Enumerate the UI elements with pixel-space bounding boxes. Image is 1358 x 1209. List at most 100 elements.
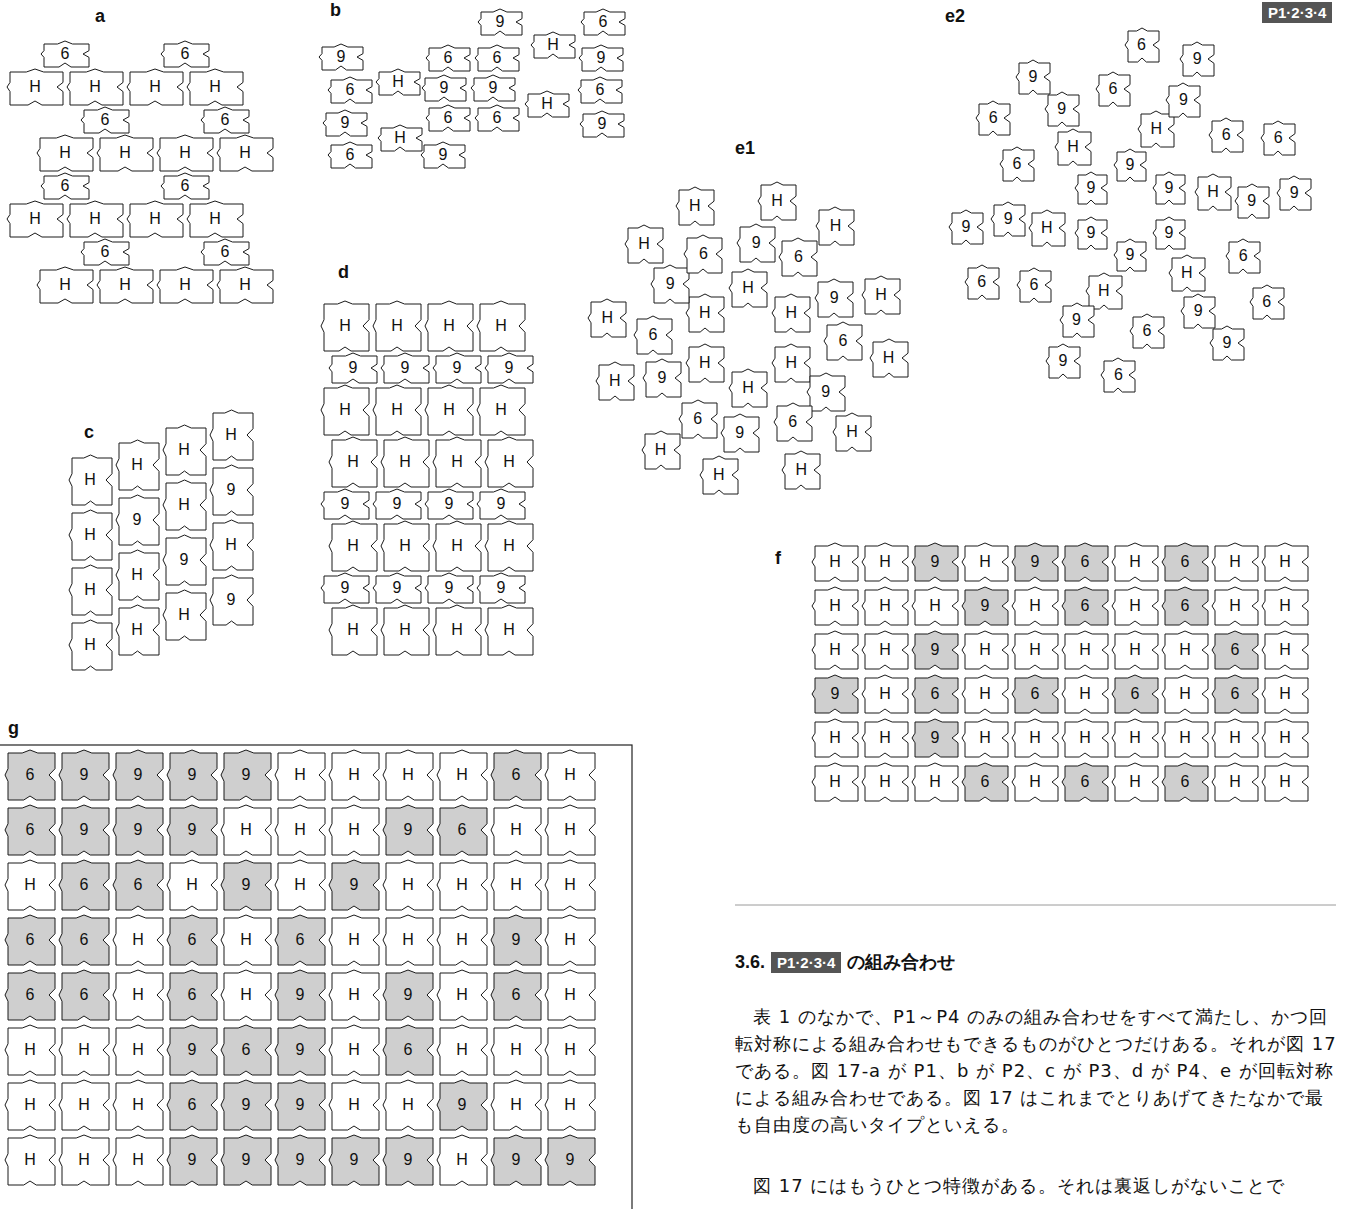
tile: 6 (425, 104, 471, 132)
tile-shape (373, 385, 421, 435)
tile-shape (1153, 217, 1185, 249)
tile-shape (581, 9, 625, 35)
tile-letter: H (547, 37, 559, 53)
tile-shape (381, 437, 429, 487)
tile-shape (912, 675, 958, 713)
tile-shape (1055, 129, 1091, 165)
tile: 9 (424, 572, 474, 604)
tile-letter: 9 (1029, 69, 1038, 85)
tile-letter: 9 (497, 580, 506, 596)
tile-letter: 6 (649, 327, 658, 343)
tile-shape (1012, 675, 1058, 713)
tile-letter: H (392, 74, 404, 90)
tile: 9 (490, 1134, 542, 1186)
tile-shape (116, 605, 159, 655)
section-number: 3.6. (735, 952, 765, 973)
tile-letter: H (240, 822, 252, 838)
tile: H (115, 549, 160, 601)
tile: H (58, 1134, 110, 1186)
tile: H (436, 1024, 488, 1076)
tile-letter: H (84, 582, 96, 598)
tile: H (115, 604, 160, 656)
tile-shape (329, 1080, 379, 1130)
section-title: の組み合わせ (847, 950, 955, 974)
tile-shape (221, 1135, 271, 1185)
tile-shape (113, 1080, 163, 1130)
tile: 9 (1179, 41, 1215, 77)
tile-shape (737, 224, 775, 262)
tile-letter: 9 (1058, 353, 1067, 369)
tile-shape (962, 675, 1008, 713)
tile-shape (210, 575, 253, 625)
tile-letter: H (1279, 598, 1291, 614)
tile-shape (1012, 631, 1058, 669)
tile-shape (545, 805, 595, 855)
tile-letter: H (541, 96, 553, 112)
tile-letter: H (348, 767, 360, 783)
tile: H (220, 969, 272, 1021)
tile-letter: 9 (981, 598, 990, 614)
tile-letter: 9 (931, 642, 940, 658)
tile-letter: H (1041, 220, 1053, 236)
tile-letter: H (503, 538, 515, 554)
tile: 6 (961, 762, 1009, 802)
tile: 6 (1129, 313, 1165, 349)
tile-shape (1062, 675, 1108, 713)
tile-shape (1112, 719, 1158, 757)
tile: H (96, 266, 154, 304)
tile: H (861, 762, 909, 802)
tile: H (1161, 674, 1209, 714)
tile-letter: H (456, 877, 468, 893)
tile-shape (113, 860, 163, 910)
tile-letter: 6 (134, 877, 143, 893)
tile-shape (1162, 631, 1208, 669)
tile-shape (328, 142, 372, 168)
tile-letter: H (1129, 642, 1141, 658)
tile-shape (41, 41, 89, 67)
tile: H (432, 520, 482, 572)
tile: H (320, 300, 370, 352)
tile-letter: 6 (444, 110, 453, 126)
tile-letter: H (699, 355, 711, 371)
tile-shape (383, 1025, 433, 1075)
tile-letter: 9 (1247, 193, 1256, 209)
tile-letter: H (347, 538, 359, 554)
tile: H (58, 1079, 110, 1131)
tile: 9 (484, 352, 534, 384)
tile-shape (201, 107, 249, 133)
tile: 6 (1260, 120, 1296, 156)
tile-shape (210, 410, 253, 460)
tile-letter: 6 (1181, 774, 1190, 790)
tile-shape (373, 301, 421, 351)
tile: 6 (160, 172, 210, 200)
tile: 6 (1100, 357, 1136, 393)
tile-shape (113, 970, 163, 1020)
tile-letter: 9 (1072, 312, 1081, 328)
tile-letter: H (564, 1042, 576, 1058)
tile: H (861, 718, 909, 758)
tile-shape (1169, 255, 1205, 291)
tile-shape (433, 437, 481, 487)
tile-shape (758, 182, 796, 220)
tile-shape (1212, 587, 1258, 625)
tile: H (320, 384, 370, 436)
tile-letter: 6 (1181, 598, 1190, 614)
tile-letter: H (510, 877, 522, 893)
tile: H (641, 430, 681, 470)
tile-letter: H (339, 402, 351, 418)
tile: 6 (474, 44, 520, 72)
panel-letter: b (330, 0, 341, 21)
tile-letter: H (59, 145, 71, 161)
tile: 9 (578, 44, 624, 72)
tile-shape (1209, 118, 1243, 152)
tile: H (66, 68, 124, 106)
tile: H (530, 31, 576, 59)
tile: H (961, 630, 1009, 670)
tile-letter: H (132, 987, 144, 1003)
tile-shape (328, 77, 372, 103)
tile-letter: H (131, 622, 143, 638)
tile-shape (425, 573, 473, 603)
tile-letter: H (829, 774, 841, 790)
tile-shape (525, 91, 569, 117)
tile-letter: H (564, 987, 576, 1003)
